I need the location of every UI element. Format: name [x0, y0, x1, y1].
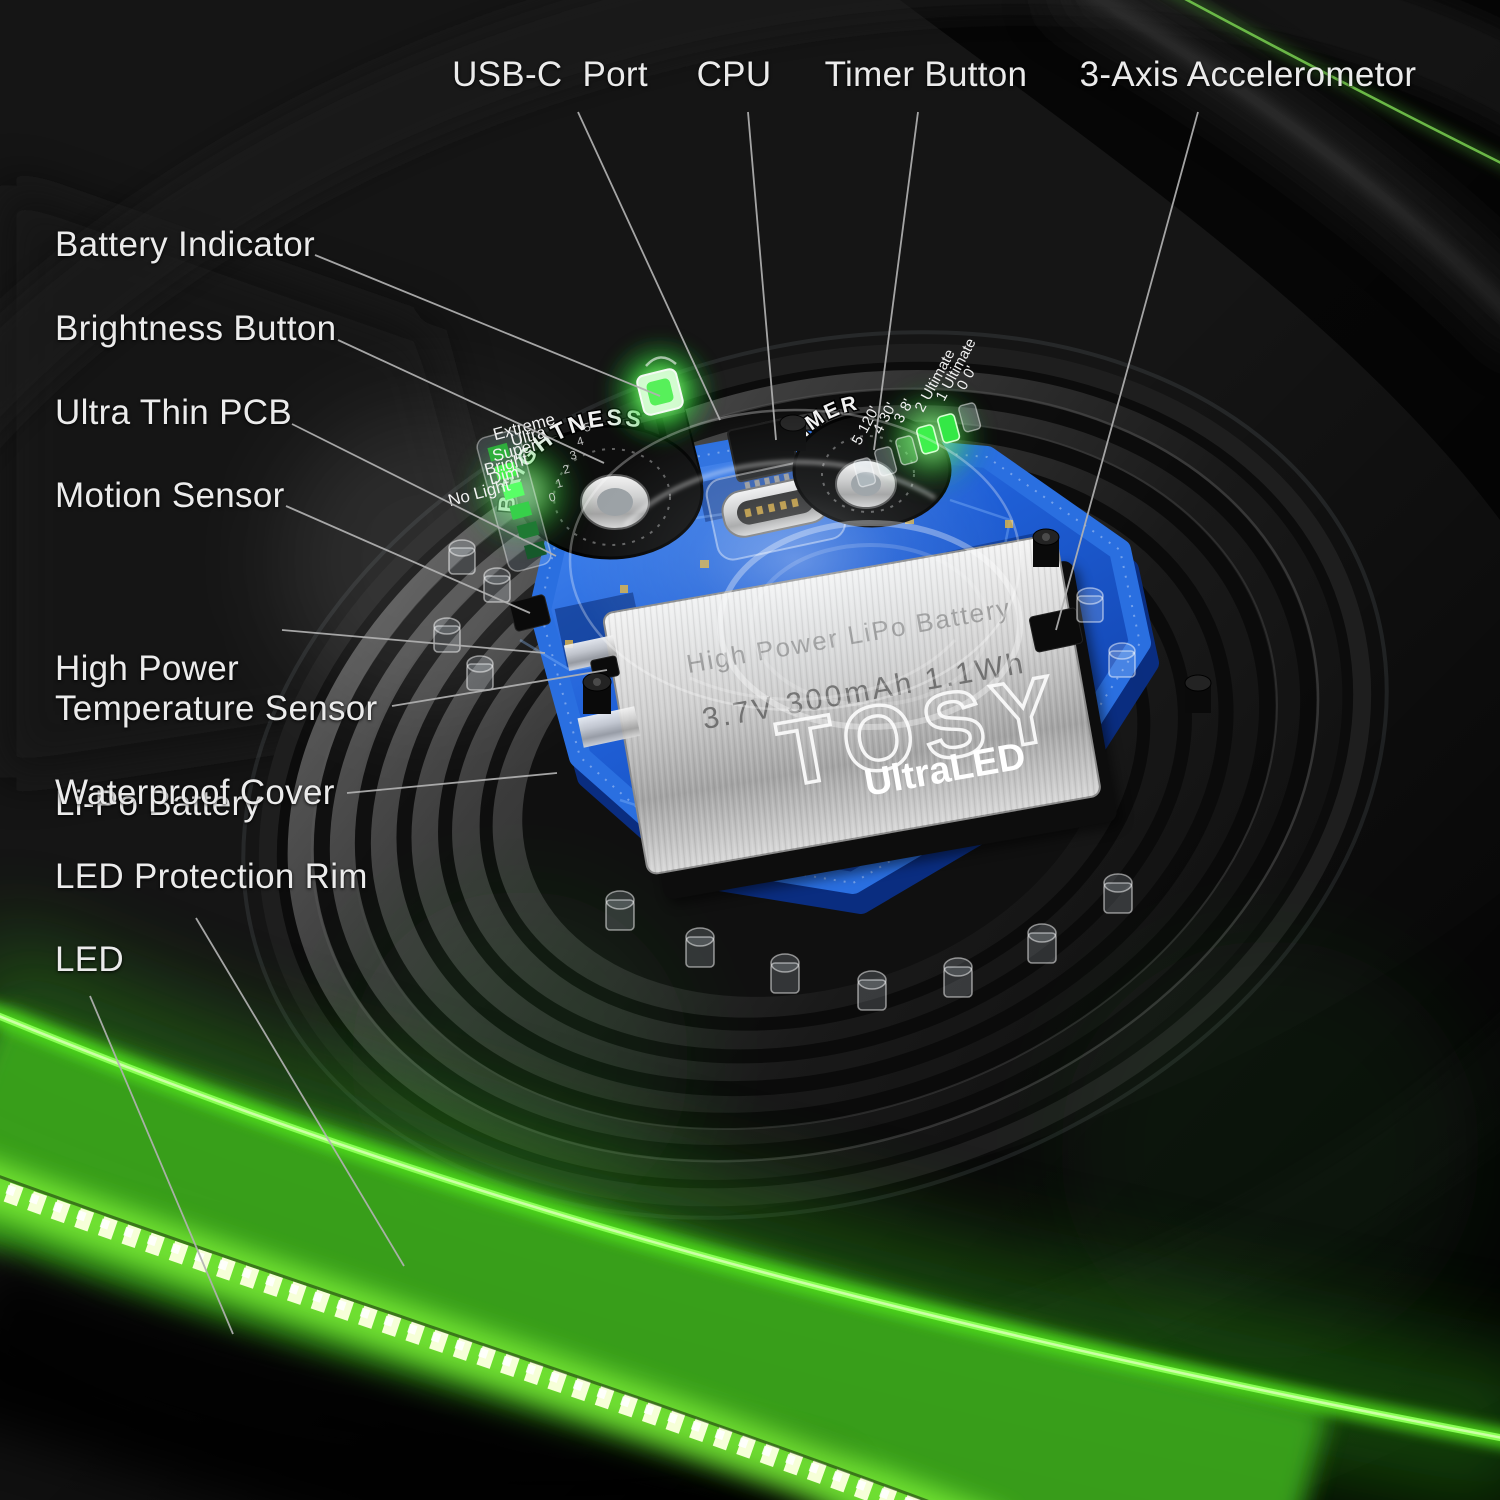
green-reflection-2: [1060, 940, 1480, 1360]
callout-battery-indicator: Battery Indicator: [55, 225, 315, 264]
rim-groove-line: [0, 1175, 929, 1500]
brightness-number: 0: [547, 490, 557, 505]
leader-temperature-sensor: [391, 669, 608, 707]
callout-motion-sensor: Motion Sensor: [55, 476, 285, 515]
callout-brightness-button: Brightness Button: [55, 309, 337, 348]
waterproof-cover-dome: [568, 408, 1023, 730]
leader-accelerometer: [1055, 111, 1199, 631]
callout-waterproof-cover: Waterproof Cover: [55, 773, 335, 812]
leader-usb-c-port: [577, 111, 721, 421]
leader-timer-button: [873, 111, 919, 451]
battery-indicator-led: [602, 334, 718, 450]
callout-cpu: CPU: [696, 55, 772, 94]
callout-ultra-thin-pcb: Ultra Thin PCB: [55, 393, 292, 432]
leader-motion-sensor: [285, 505, 531, 614]
leader-cpu: [747, 111, 777, 441]
edge-led-line: [1177, 0, 1500, 168]
leader-li-po-battery: [281, 629, 546, 654]
brightness-number: 5: [582, 420, 592, 435]
callout-temperature-sensor: Temperature Sensor: [55, 689, 378, 728]
leader-lines: [89, 111, 1199, 1335]
leader-waterproof-cover: [346, 772, 558, 794]
leader-led-protection-rim: [195, 917, 405, 1267]
callout-led-protection-rim: LED Protection Rim: [55, 857, 368, 896]
brightness-number: 4: [575, 434, 585, 449]
callout-usb-c-port: USB-C Port: [452, 55, 648, 94]
callout-timer-button: Timer Button: [824, 55, 1028, 94]
callout-li-po-battery-line1: High Power: [55, 649, 239, 688]
callout-li-po-battery-line2: Li-Po Battery: [55, 784, 262, 823]
leader-brightness-button: [337, 339, 605, 464]
clear-led-posts: [433, 539, 1136, 1011]
leader-ultra-thin-pcb: [291, 423, 557, 557]
callout-accelerometer: 3-Axis Accelerometor: [1079, 55, 1417, 94]
brightness-number: 3: [568, 448, 578, 463]
leader-battery-indicator: [314, 254, 661, 397]
brightness-number: 1: [554, 476, 564, 491]
leader-led: [89, 995, 234, 1335]
led-rim: [0, 929, 1500, 1500]
callout-led: LED: [55, 940, 124, 979]
brightness-level-numbers: 5 4 3 2 1 0: [547, 420, 592, 505]
callout-li-po-battery: High Power Li-Po Battery: [55, 556, 261, 871]
brightness-number: 2: [561, 462, 571, 477]
led-strip-cores: [0, 1181, 915, 1500]
pcb-assembly: High Power LiPo Battery 3.7V 300mAh 1.1W…: [433, 334, 1212, 1011]
